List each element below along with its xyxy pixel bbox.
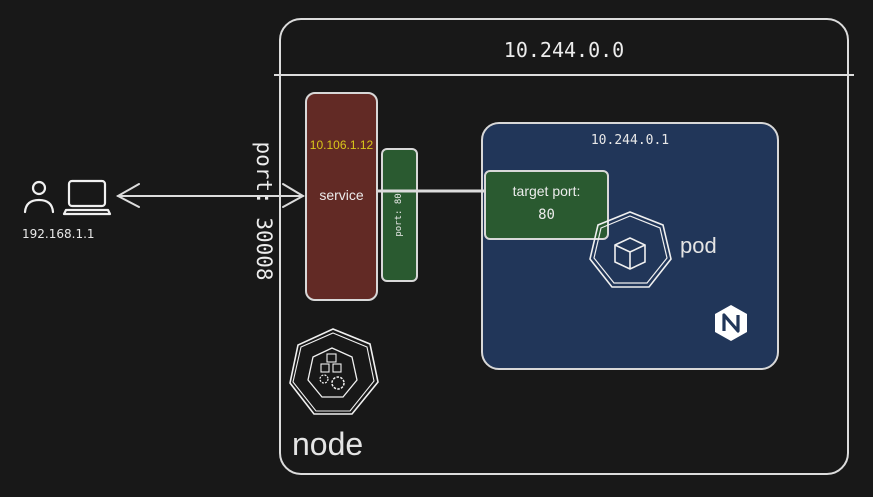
- client-ip-label: 192.168.1.1: [22, 227, 95, 241]
- node-header-divider: [274, 74, 854, 76]
- node-network-label: 10.244.0.0: [503, 38, 625, 62]
- service-cluster-ip: 10.106.1.12: [309, 138, 374, 152]
- target-port-box: [484, 170, 609, 240]
- service-port-box: [381, 148, 418, 282]
- service-port-label: port: 80: [394, 193, 404, 237]
- node-label: node: [292, 426, 364, 462]
- pod-box: [481, 122, 779, 370]
- service-box: [305, 92, 378, 301]
- target-port-value: 80: [538, 207, 555, 223]
- user-icon: [23, 180, 55, 214]
- laptop-icon: [62, 179, 112, 216]
- node-port-label: port: 30008: [252, 141, 276, 281]
- service-label: service: [319, 187, 364, 203]
- pod-ip-label: 10.244.0.1: [590, 133, 670, 148]
- pod-label: pod: [680, 233, 717, 258]
- target-port-label: target port:: [512, 183, 581, 199]
- node-box: [279, 18, 849, 475]
